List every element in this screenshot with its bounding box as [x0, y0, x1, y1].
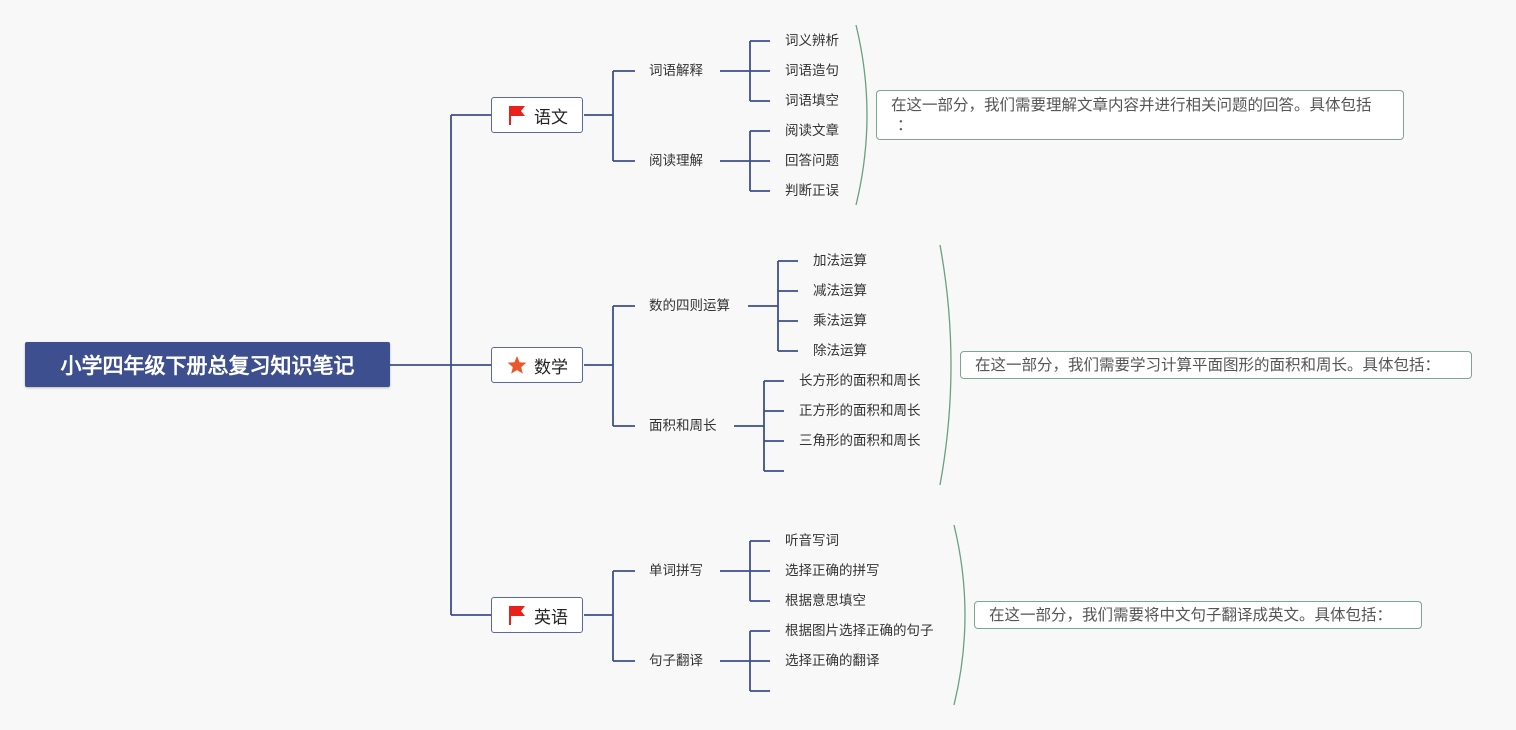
subtopic-label[interactable]: 句子翻译: [649, 653, 703, 669]
leaf-item[interactable]: 加法运算: [813, 253, 867, 269]
leaf-item[interactable]: 减法运算: [813, 283, 867, 299]
leaf-item[interactable]: 正方形的面积和周长: [799, 403, 921, 419]
red-flag-icon: [506, 604, 528, 626]
leaf-item[interactable]: 词义辨析: [785, 33, 839, 49]
branch-math[interactable]: 数学: [491, 347, 583, 383]
subtopic-label[interactable]: 面积和周长: [649, 418, 717, 434]
leaf-item[interactable]: 乘法运算: [813, 313, 867, 329]
leaf-item[interactable]: 听音写词: [785, 533, 839, 549]
root-topic[interactable]: 小学四年级下册总复习知识笔记: [25, 342, 390, 387]
summary-line: 在这一部分，我们需要将中文句子翻译成英文。具体包括：: [989, 606, 1393, 624]
leaf-item[interactable]: 词语填空: [785, 93, 839, 109]
leaf-item[interactable]: 回答问题: [785, 153, 839, 169]
leaf-item[interactable]: 阅读文章: [785, 123, 839, 139]
red-flag-icon: [506, 104, 528, 126]
branch-english[interactable]: 英语: [491, 597, 583, 633]
branch-chinese[interactable]: 语文: [491, 97, 583, 133]
branch-label: 语文: [534, 107, 568, 128]
subtopic-label[interactable]: 词语解释: [649, 63, 703, 79]
subtopic-label[interactable]: 数的四则运算: [649, 298, 730, 314]
summary-note[interactable]: 在这一部分，我们需要理解文章内容并进行相关问题的回答。具体包括 ：: [876, 90, 1404, 140]
summary-note[interactable]: 在这一部分，我们需要学习计算平面图形的面积和周长。具体包括：: [960, 351, 1472, 379]
leaf-item[interactable]: 选择正确的翻译: [785, 653, 880, 669]
leaf-item[interactable]: 三角形的面积和周长: [799, 433, 921, 449]
branch-label: 英语: [534, 607, 568, 628]
leaf-item[interactable]: 除法运算: [813, 343, 867, 359]
summary-brace: [953, 524, 966, 706]
summary-note[interactable]: 在这一部分，我们需要将中文句子翻译成英文。具体包括：: [974, 601, 1422, 629]
branch-label: 数学: [534, 357, 568, 378]
subtopic-label[interactable]: 单词拼写: [649, 563, 703, 579]
summary-line: 在这一部分，我们需要学习计算平面图形的面积和周长。具体包括：: [975, 356, 1441, 374]
summary-brace: [939, 244, 952, 486]
leaf-item[interactable]: 选择正确的拼写: [785, 563, 880, 579]
subtopic-label[interactable]: 阅读理解: [649, 153, 703, 169]
summary-brace: [855, 24, 868, 206]
leaf-item[interactable]: 根据图片选择正确的句子: [785, 623, 934, 639]
leaf-item[interactable]: 长方形的面积和周长: [799, 373, 921, 389]
leaf-item[interactable]: 判断正误: [785, 183, 839, 199]
leaf-item[interactable]: 词语造句: [785, 63, 839, 79]
leaf-item[interactable]: 根据意思填空: [785, 593, 866, 609]
summary-line: ：: [897, 116, 913, 134]
star-icon: [506, 354, 528, 376]
summary-line: 在这一部分，我们需要理解文章内容并进行相关问题的回答。具体包括: [891, 96, 1372, 114]
